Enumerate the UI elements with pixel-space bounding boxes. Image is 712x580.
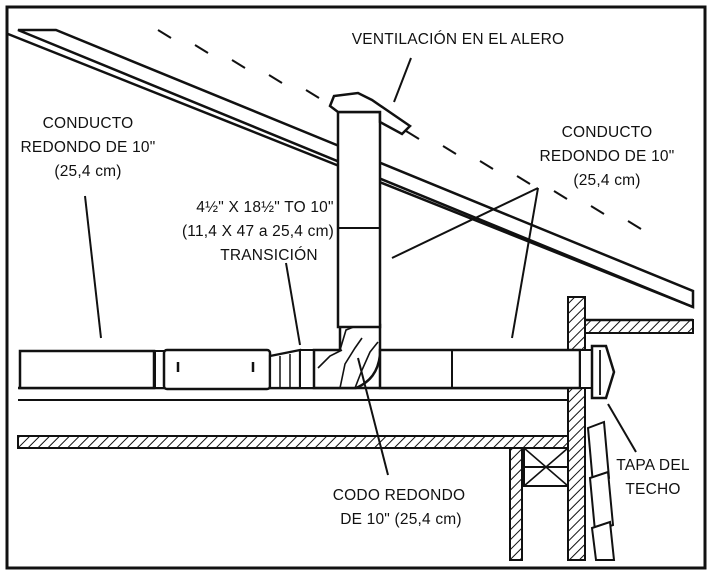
roof-cap-label-line: TAPA DEL xyxy=(616,457,690,474)
round-duct-left xyxy=(18,349,156,390)
elbow-label-line: CODO REDONDO xyxy=(333,487,465,504)
label-eave-vent: VENTILACIÓN EN EL ALERO xyxy=(352,31,564,48)
transition-piece xyxy=(268,348,302,390)
ceiling-structure xyxy=(17,386,569,561)
label-transition: 4½" X 18½" TO 10" (11,4 X 47 a 25,4 cm) … xyxy=(182,199,334,264)
round-duct-right xyxy=(378,348,582,390)
header-block xyxy=(523,447,569,487)
eave-vent-label-line: VENTILACIÓN EN EL ALERO xyxy=(352,31,564,48)
label-duct-left: CONDUCTO REDONDO DE 10" (25,4 cm) xyxy=(21,115,156,180)
duct-right-label-line: REDONDO DE 10" xyxy=(540,148,675,165)
eave-vent-cap xyxy=(328,91,412,136)
duct-left-label-line: CONDUCTO xyxy=(43,115,134,132)
duct-left-label-line: REDONDO DE 10" xyxy=(21,139,156,156)
duct-left-label-line: (25,4 cm) xyxy=(54,163,121,180)
leader-lines xyxy=(84,57,637,476)
transition-label-line: (11,4 X 47 a 25,4 cm) xyxy=(182,223,334,240)
transition-label-line: 4½" X 18½" TO 10" xyxy=(196,199,333,216)
duct-run xyxy=(18,91,616,400)
siding xyxy=(586,420,616,561)
exterior-wall xyxy=(567,296,694,561)
roof-cap-label-line: TECHO xyxy=(625,481,680,498)
diagram-frame xyxy=(5,5,707,570)
transition-label-line: TRANSICIÓN xyxy=(220,247,318,264)
label-roof-cap: TAPA DEL TECHO xyxy=(616,457,690,498)
vent-pipe-vertical xyxy=(336,110,382,329)
duct-right-label-line: CONDUCTO xyxy=(562,124,653,141)
roof-cap xyxy=(590,344,616,400)
duct-right-label-line: (25,4 cm) xyxy=(573,172,640,189)
round-elbow xyxy=(312,323,382,390)
label-elbow: CODO REDONDO DE 10" (25,4 cm) xyxy=(333,487,465,528)
elbow-label-line: DE 10" (25,4 cm) xyxy=(340,511,462,528)
label-duct-right: CONDUCTO REDONDO DE 10" (25,4 cm) xyxy=(540,124,675,189)
